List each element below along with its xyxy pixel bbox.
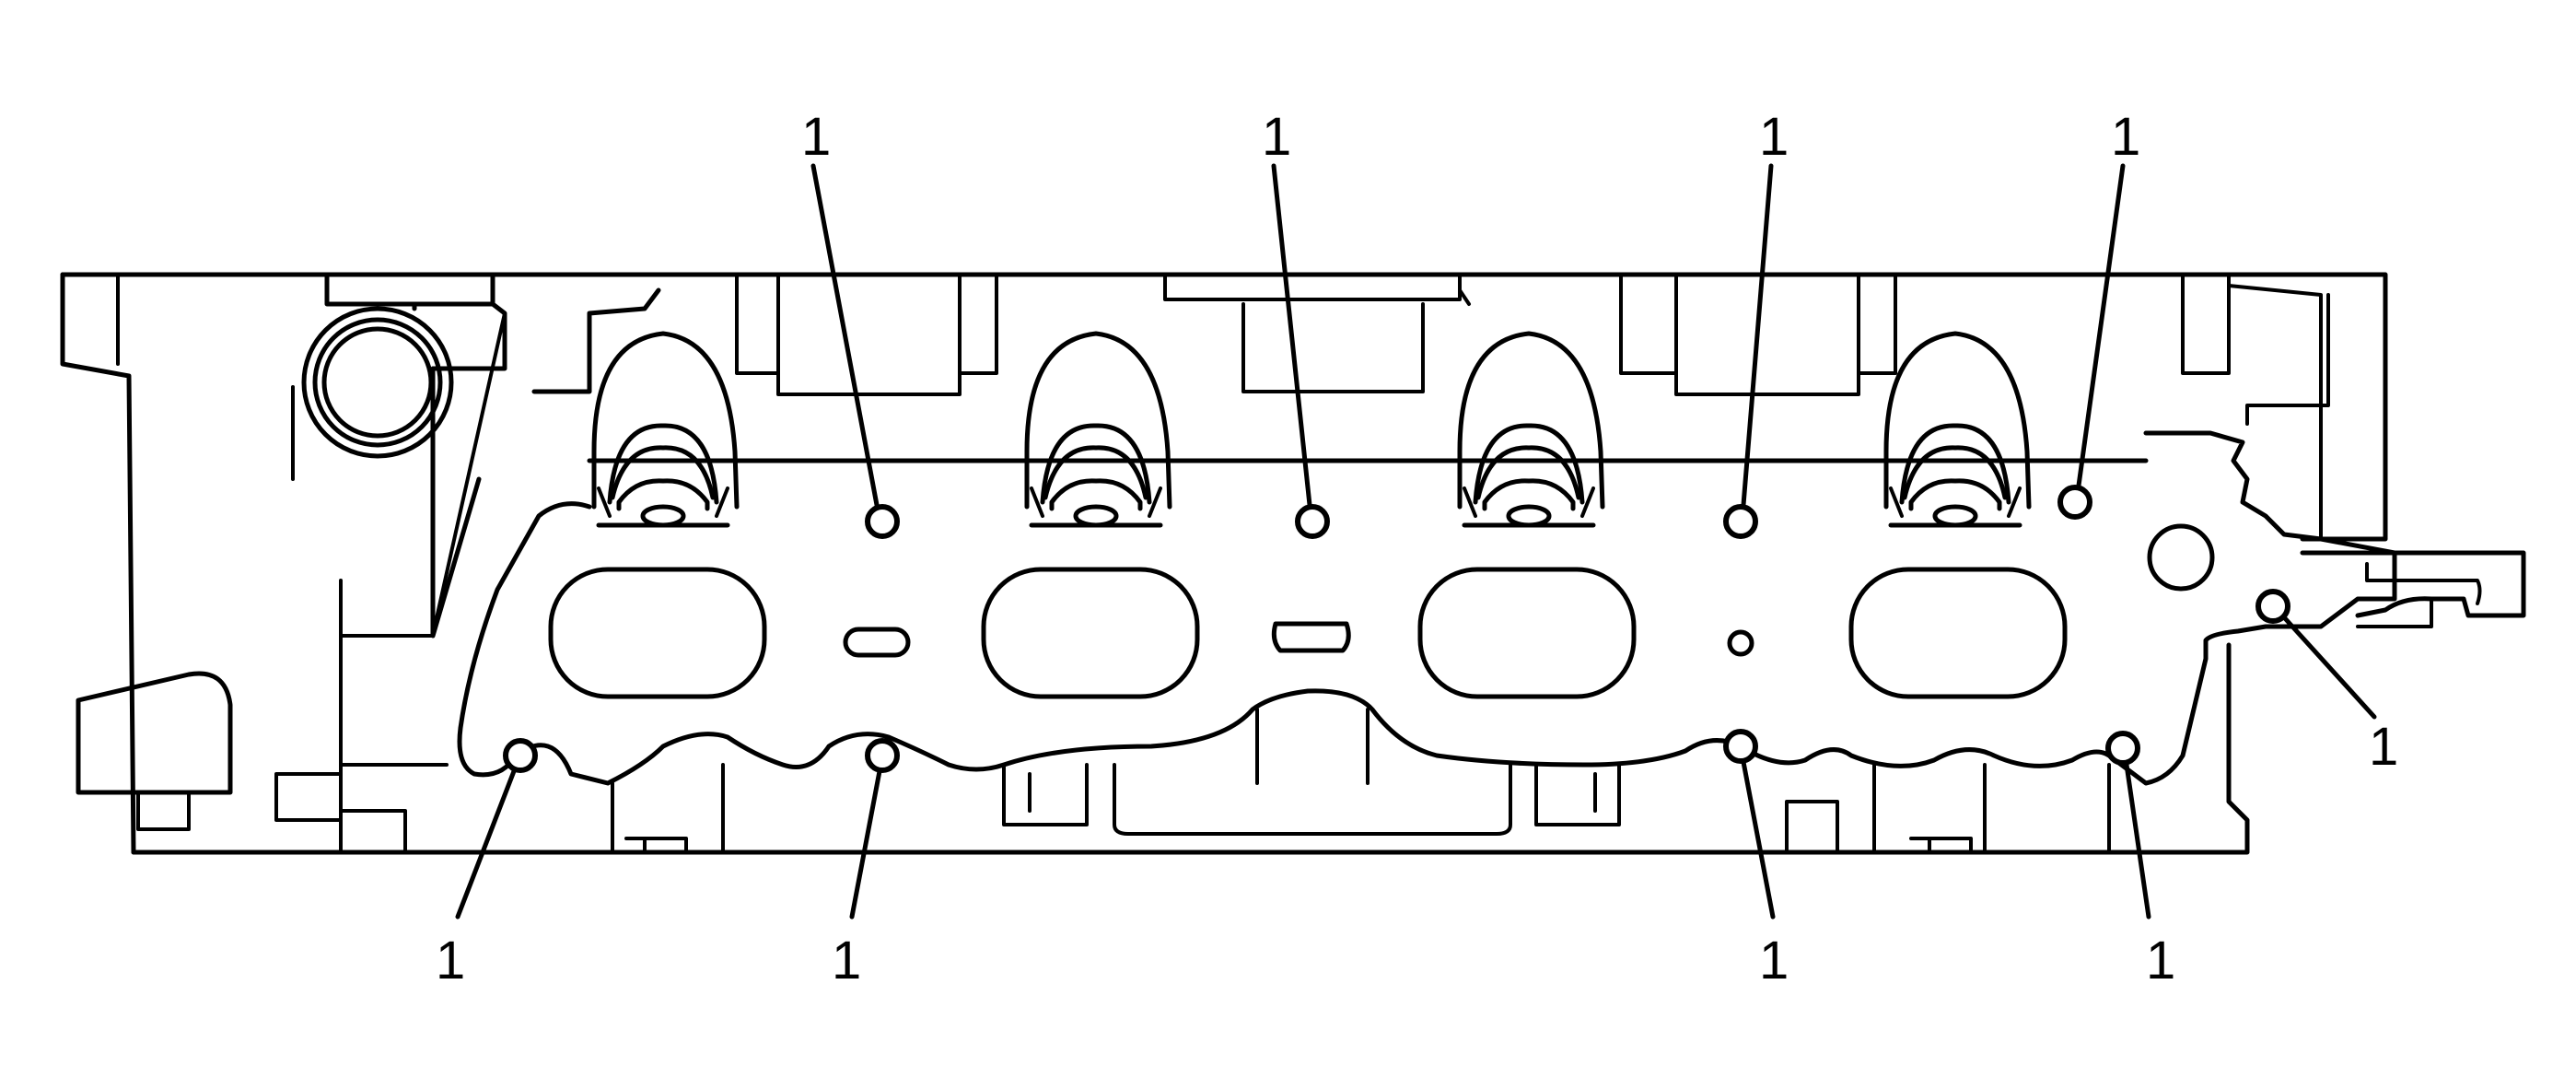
bolt-lower-1 <box>503 738 538 773</box>
exhaust-gasket-plate <box>457 430 2397 786</box>
callout-label: 1 <box>436 931 465 990</box>
gasket-slot <box>843 627 911 658</box>
gasket-notch <box>1271 621 1351 653</box>
callout-label: 1 <box>1262 107 1291 167</box>
cam-tower-2 <box>1024 331 1172 528</box>
cam-tower-pockets <box>591 331 2032 528</box>
spark-plug-tube <box>301 306 454 459</box>
top-bearing-caps <box>735 273 2330 541</box>
leader-line <box>2281 615 2377 720</box>
bolt-upper-1 <box>865 504 900 539</box>
callout-labels: 1 1 1 1 1 1 1 1 1 <box>436 107 2398 990</box>
leader-line <box>1271 163 1312 508</box>
bolt-holes <box>503 485 2290 773</box>
gasket-locating-hole <box>2147 523 2215 592</box>
leader-lines <box>455 163 2377 920</box>
leader-line <box>1741 163 1774 508</box>
leader-line <box>2076 163 2126 488</box>
bolt-lower-4 <box>2105 731 2140 766</box>
callout-label: 1 <box>801 107 831 167</box>
cam-tower-3 <box>1457 331 1605 528</box>
right-side-bracket <box>2300 550 2526 628</box>
callout-label: 1 <box>832 931 861 990</box>
bolt-upper-4 <box>2057 485 2092 520</box>
lower-head-structure <box>611 708 2111 854</box>
exhaust-port-3 <box>1417 567 1637 699</box>
leader-line <box>810 163 880 508</box>
exhaust-port-4 <box>1848 567 2068 699</box>
cam-tower-1 <box>591 331 740 528</box>
callout-label: 1 <box>2111 107 2140 167</box>
callout-label: 1 <box>2146 931 2175 990</box>
callout-label: 1 <box>2369 717 2398 777</box>
cylinder-head-outline <box>60 272 2388 855</box>
leader-line <box>849 768 882 920</box>
bolt-lower-3 <box>1723 729 1758 764</box>
callout-label: 1 <box>1759 931 1789 990</box>
bolt-right <box>2255 589 2290 624</box>
exhaust-port-2 <box>981 567 1200 699</box>
callout-label: 1 <box>1759 107 1789 167</box>
bolt-upper-2 <box>1295 504 1330 539</box>
leader-line <box>1741 759 1776 920</box>
exhaust-port-1 <box>548 567 767 699</box>
gasket-small-hole <box>1727 629 1754 657</box>
leader-line <box>455 768 517 920</box>
leader-line <box>2124 762 2151 920</box>
bolt-upper-3 <box>1723 504 1758 539</box>
bolt-lower-2 <box>865 738 900 773</box>
cam-tower-4 <box>1883 331 2032 528</box>
